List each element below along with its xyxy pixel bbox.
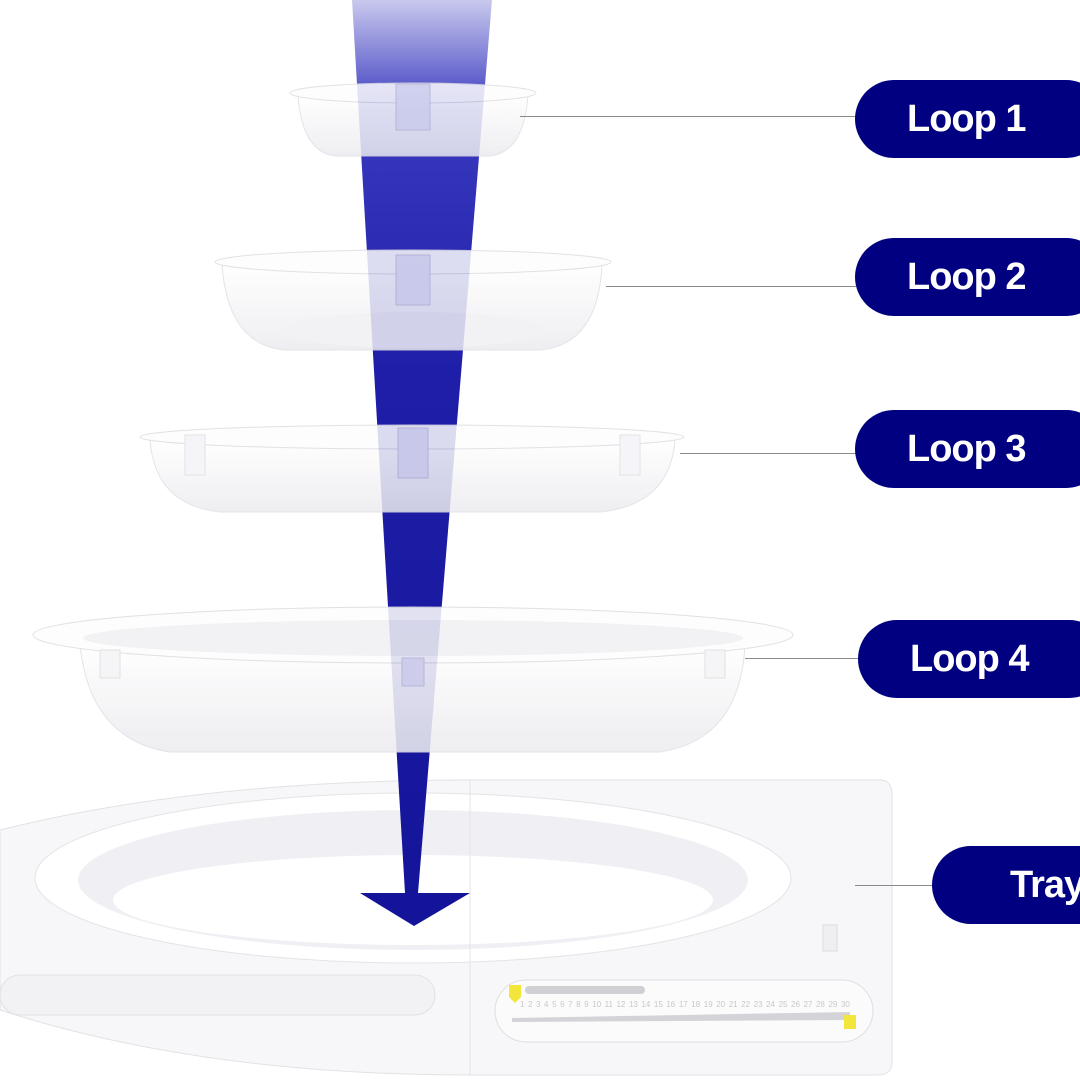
ruler-tick-label: 14 (641, 1000, 651, 1009)
leader-line-loop-4 (745, 658, 858, 659)
leader-line-loop-1 (520, 116, 856, 117)
label-loop-4: Loop 4 (858, 620, 1080, 698)
label-tray: Tray (932, 846, 1080, 924)
tray (0, 779, 893, 1076)
ruler-tick-label: 9 (584, 1000, 589, 1009)
loop-2-ring (214, 249, 612, 351)
ruler-tick-label: 28 (815, 1000, 825, 1009)
leader-line-loop-3 (680, 453, 856, 454)
ruler-tick-label: 17 (678, 1000, 688, 1009)
label-loop-2: Loop 2 (855, 238, 1080, 316)
ruler-tick-label: 18 (691, 1000, 701, 1009)
ruler-tick-label: 2 (528, 1000, 533, 1009)
ruler-tick-label: 26 (791, 1000, 800, 1009)
ruler-tick-label: 25 (778, 1000, 788, 1009)
label-loop-3: Loop 3 (855, 410, 1080, 488)
ruler-tick-label: 11 (604, 1000, 613, 1009)
ruler-tick-label: 12 (616, 1000, 626, 1009)
ruler-tick-label: 3 (536, 1000, 541, 1009)
ruler-tick-label: 10 (592, 1000, 602, 1009)
ruler-tick-label: 6 (560, 1000, 565, 1009)
loop-3-ring (139, 424, 685, 513)
ruler-tick-label: 24 (766, 1000, 776, 1009)
ruler-tick-label: 15 (653, 1000, 663, 1009)
ruler-tick-label: 19 (703, 1000, 713, 1009)
ruler-tick-label: 27 (803, 1000, 813, 1009)
ruler-tick-label: 7 (568, 1000, 573, 1009)
leader-line-tray (855, 885, 933, 886)
ruler-tick-label: 4 (544, 1000, 549, 1009)
ruler-tick-label: 20 (716, 1000, 726, 1009)
ruler-tick-label: 8 (576, 1000, 581, 1009)
ruler-tick-label: 30 (840, 1000, 850, 1009)
ruler-tick-label: 29 (828, 1000, 838, 1009)
ruler-tick-label: 16 (666, 1000, 676, 1009)
ruler-tick-label: 1 (520, 1000, 525, 1009)
ruler-tick-label: 5 (552, 1000, 557, 1009)
ruler-tick-label: 22 (741, 1000, 751, 1009)
label-loop-1: Loop 1 (855, 80, 1080, 158)
loop-4-ring (32, 606, 794, 753)
ruler-tick-label: 13 (628, 1000, 638, 1009)
leader-line-loop-2 (606, 286, 856, 287)
ruler-tick-label: 23 (753, 1000, 763, 1009)
loop-1-ring (289, 82, 537, 157)
ruler-tick-label: 21 (728, 1000, 738, 1009)
